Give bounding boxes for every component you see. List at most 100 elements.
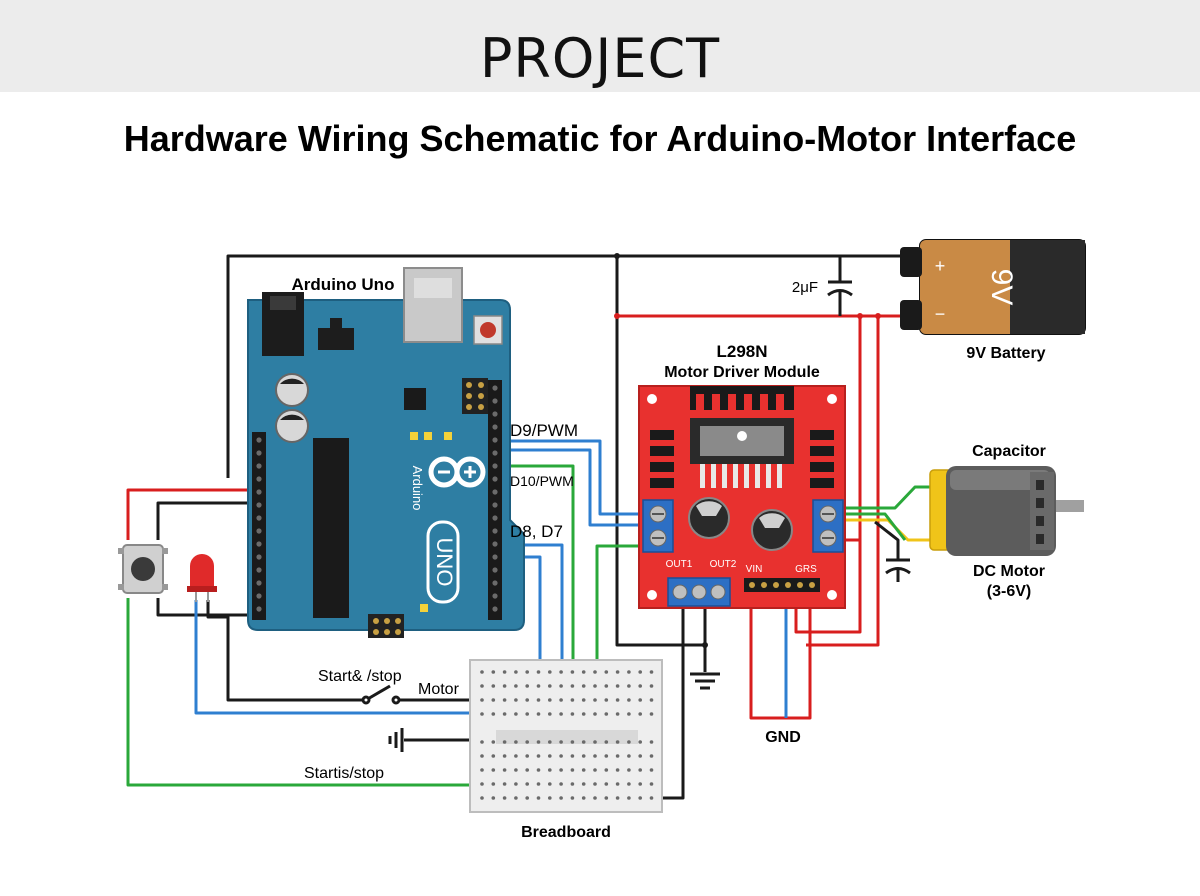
battery-minus: − — [935, 304, 946, 324]
breadboard-hole — [604, 782, 609, 786]
breadboard-hole — [536, 782, 541, 786]
breadboard-hole — [525, 684, 529, 688]
breadboard-hole — [491, 754, 496, 758]
header-pin — [492, 463, 498, 469]
breadboard-hole — [593, 782, 597, 786]
wire-black-button — [156, 501, 262, 540]
arduino-uno-board: Arduino UNO — [247, 267, 525, 638]
breadboard-hole — [514, 698, 518, 702]
wire-black-motor-cap — [874, 520, 900, 560]
driver-subtitle: Motor Driver Module — [664, 364, 820, 381]
breadboard-hole — [536, 796, 541, 800]
breadboard-hole — [593, 768, 597, 772]
breadboard-hole — [559, 796, 563, 800]
breadboard-hole — [548, 712, 552, 716]
breadboard-hole — [649, 754, 654, 758]
breadboard-hole — [502, 782, 507, 786]
wire-green-d10 — [494, 464, 575, 683]
breadboard-hole — [525, 782, 529, 786]
header-pin — [492, 385, 498, 391]
header-pin — [492, 489, 498, 495]
breadboard-hole — [480, 684, 484, 688]
breadboard-hole — [604, 768, 609, 772]
breadboard-hole — [649, 712, 654, 716]
breadboard-hole — [638, 768, 642, 772]
breadboard-hole — [548, 698, 552, 702]
terminal-block-left — [642, 499, 674, 553]
breadboard-hole — [480, 768, 484, 772]
breadboard-hole — [604, 754, 609, 758]
breadboard-hole — [525, 740, 529, 744]
breadboard-hole — [491, 698, 496, 702]
l298n-driver-board: OUT1 OUT2 VIN GRS — [638, 385, 846, 609]
breadboard-hole — [638, 754, 642, 758]
breadboard-hole — [559, 698, 563, 702]
breadboard-hole — [615, 670, 620, 674]
breadboard-hole — [615, 754, 620, 758]
breadboard-hole — [627, 712, 631, 716]
header-pin — [492, 515, 498, 521]
header-pin — [492, 567, 498, 573]
breadboard-hole — [627, 740, 631, 744]
header-pin — [256, 515, 262, 521]
breadboard-hole — [627, 670, 631, 674]
dc-motor — [929, 466, 1084, 556]
battery-label: 9V Battery — [966, 345, 1045, 362]
wire-black-led — [206, 600, 362, 702]
breadboard-hole — [615, 740, 620, 744]
terminal-block-bottom — [667, 577, 731, 607]
breadboard-hole — [627, 768, 631, 772]
driver-title: L298N — [716, 342, 767, 361]
breadboard-hole — [536, 698, 541, 702]
breadboard-hole — [638, 782, 642, 786]
push-button[interactable] — [118, 544, 168, 594]
header-pin — [492, 502, 498, 508]
header-pin — [256, 528, 262, 534]
breadboard-hole — [581, 768, 586, 772]
arduino-logo — [428, 456, 486, 488]
signal-motor-label: Motor — [418, 681, 460, 698]
gnd-label: GND — [765, 729, 801, 746]
breadboard-hole — [627, 698, 631, 702]
ground-symbol-driver — [690, 672, 720, 690]
breadboard-hole — [491, 782, 496, 786]
header-pin — [256, 554, 262, 560]
signal-d9-label: D9/PWM — [510, 421, 578, 440]
header-pin — [256, 502, 262, 508]
breadboard-hole — [548, 740, 552, 744]
breadboard-hole — [649, 782, 654, 786]
wire-green-motor — [845, 485, 935, 510]
start-stop-switch[interactable] — [361, 684, 401, 705]
heatsink — [690, 386, 794, 410]
junction-dots — [614, 253, 881, 648]
breadboard-hole — [627, 684, 631, 688]
breadboard-hole — [480, 782, 484, 786]
breadboard-hole — [649, 684, 654, 688]
breadboard-hole — [593, 796, 597, 800]
breadboard-hole — [536, 740, 541, 744]
wire-black-out — [655, 598, 685, 800]
header-pin — [492, 450, 498, 456]
breadboard-hole — [514, 684, 518, 688]
page-subtitle: Hardware Wiring Schematic for Arduino-Mo… — [123, 118, 1077, 159]
breadboard-hole — [559, 670, 563, 674]
breadboard-hole — [570, 684, 575, 688]
arduino-board-text: Arduino — [410, 466, 425, 511]
breadboard-hole — [559, 712, 563, 716]
header-pin — [492, 528, 498, 534]
digital-header — [488, 380, 502, 620]
breadboard-hole — [570, 782, 575, 786]
wire-red-right-b — [806, 316, 880, 647]
header-pin — [492, 411, 498, 417]
breadboard-hole — [649, 740, 654, 744]
breadboard-label: Breadboard — [521, 824, 611, 841]
wire-red-button — [126, 488, 262, 540]
header-pin — [256, 463, 262, 469]
header-pin — [256, 450, 262, 456]
breadboard-hole — [514, 740, 518, 744]
breadboard-hole — [536, 684, 541, 688]
wire-blue-led — [194, 600, 480, 715]
header-pin — [256, 437, 262, 443]
breadboard-hole — [593, 670, 597, 674]
